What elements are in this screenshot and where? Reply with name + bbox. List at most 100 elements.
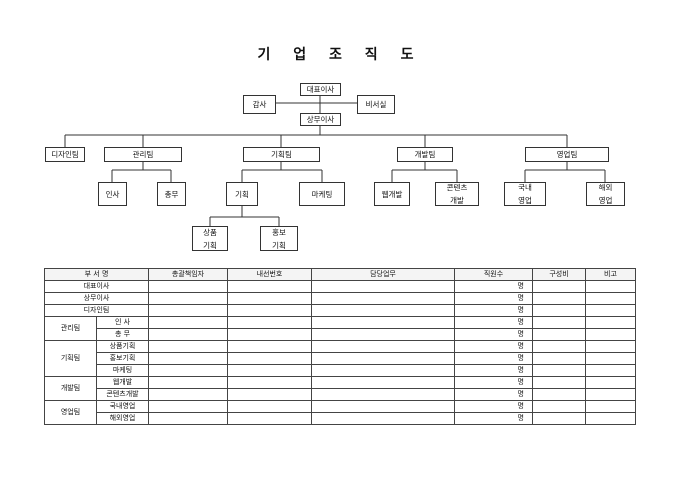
org-box-line: 영업 (518, 196, 532, 205)
table-row: 디자인팀 명 (44, 304, 636, 317)
org-box-pr-planning: 홍보 기획 (260, 226, 298, 251)
duties-cell (311, 400, 455, 413)
ratio-cell (532, 316, 586, 329)
staff-count-cell: 명 (454, 400, 533, 413)
header-duties: 담당업무 (311, 268, 455, 281)
staff-count-cell: 명 (454, 328, 533, 341)
sub-dept-cell: 콘텐츠개발 (96, 388, 149, 401)
dept-group-cell: 기획팀 (44, 340, 97, 377)
duties-cell (311, 304, 455, 317)
org-box-line: 홍보 (272, 227, 286, 237)
manager-cell (148, 376, 228, 389)
duties-cell (311, 328, 455, 341)
org-box-ceo: 대표이사 (300, 83, 341, 96)
org-box-design-team: 디자인팀 (45, 147, 85, 162)
manager-cell (148, 400, 228, 413)
extension-cell (227, 292, 312, 305)
remarks-cell (585, 292, 636, 305)
ratio-cell (532, 376, 586, 389)
org-box-managing-director: 상무이사 (300, 113, 341, 126)
dept-cell: 대표이사 (44, 280, 149, 293)
org-box-line: 영업 (598, 196, 613, 205)
extension-cell (227, 328, 312, 341)
page-title: 기 업 조 직 도 (257, 47, 423, 63)
manager-cell (148, 340, 228, 353)
org-box-product-planning: 상품 기획 (192, 226, 228, 251)
staff-count-cell: 명 (454, 292, 533, 305)
remarks-cell (585, 400, 636, 413)
remarks-cell (585, 388, 636, 401)
remarks-cell (585, 364, 636, 377)
org-box-planning: 기획 (226, 182, 258, 206)
sub-dept-cell: 웹개발 (96, 376, 149, 389)
ratio-cell (532, 292, 586, 305)
ratio-cell (532, 304, 586, 317)
duties-cell (311, 412, 455, 425)
org-box-dev-team: 개발팀 (397, 147, 453, 162)
ratio-cell (532, 280, 586, 293)
ratio-cell (532, 328, 586, 341)
manager-cell (148, 304, 228, 317)
sub-dept-cell: 해외영업 (96, 412, 149, 425)
org-box-management-team: 관리팀 (104, 147, 182, 162)
staff-count-cell: 명 (454, 316, 533, 329)
duties-cell (311, 388, 455, 401)
org-box-line: 개발 (450, 196, 464, 205)
header-manager: 총괄책임자 (148, 268, 228, 281)
org-box-line: 콘텐츠 (446, 183, 468, 192)
extension-cell (227, 400, 312, 413)
duties-cell (311, 376, 455, 389)
org-box-general-affairs: 총무 (157, 182, 186, 206)
org-box-marketing: 마케팅 (299, 182, 345, 206)
staff-count-cell: 명 (454, 388, 533, 401)
manager-cell (148, 352, 228, 365)
org-box-secretary: 비서실 (357, 95, 395, 114)
dept-group-cell: 영업팀 (44, 400, 97, 425)
dept-cell: 디자인팀 (44, 304, 149, 317)
ratio-cell (532, 388, 586, 401)
manager-cell (148, 316, 228, 329)
staff-count-cell: 명 (454, 352, 533, 365)
remarks-cell (585, 280, 636, 293)
staff-count-cell: 명 (454, 304, 533, 317)
dept-group-cell: 개발팀 (44, 376, 97, 401)
org-box-line: 기획 (272, 240, 286, 250)
duties-cell (311, 316, 455, 329)
manager-cell (148, 280, 228, 293)
org-box-overseas-sales: 해외 영업 (586, 182, 625, 206)
ratio-cell (532, 364, 586, 377)
duties-cell (311, 340, 455, 353)
table-header-row: 부 서 명 총괄책임자 내선번호 담당업무 직원수 구성비 비고 (44, 268, 636, 281)
org-box-web-dev: 웹개발 (374, 182, 410, 206)
duties-cell (311, 352, 455, 365)
remarks-cell (585, 328, 636, 341)
extension-cell (227, 280, 312, 293)
extension-cell (227, 376, 312, 389)
duties-cell (311, 364, 455, 377)
org-box-hr: 인사 (98, 182, 127, 206)
remarks-cell (585, 352, 636, 365)
sub-dept-cell: 국내영업 (96, 400, 149, 413)
duties-cell (311, 292, 455, 305)
staff-count-cell: 명 (454, 364, 533, 377)
manager-cell (148, 328, 228, 341)
remarks-cell (585, 340, 636, 353)
header-staff-count: 직원수 (454, 268, 533, 281)
org-box-planning-team: 기획팀 (243, 147, 320, 162)
org-box-line: 기획 (203, 240, 217, 250)
header-ratio: 구성비 (532, 268, 586, 281)
org-box-content-dev: 콘텐츠 개발 (435, 182, 479, 206)
remarks-cell (585, 304, 636, 317)
sub-dept-cell: 총 무 (96, 328, 149, 341)
org-box-domestic-sales: 국내 영업 (504, 182, 546, 206)
